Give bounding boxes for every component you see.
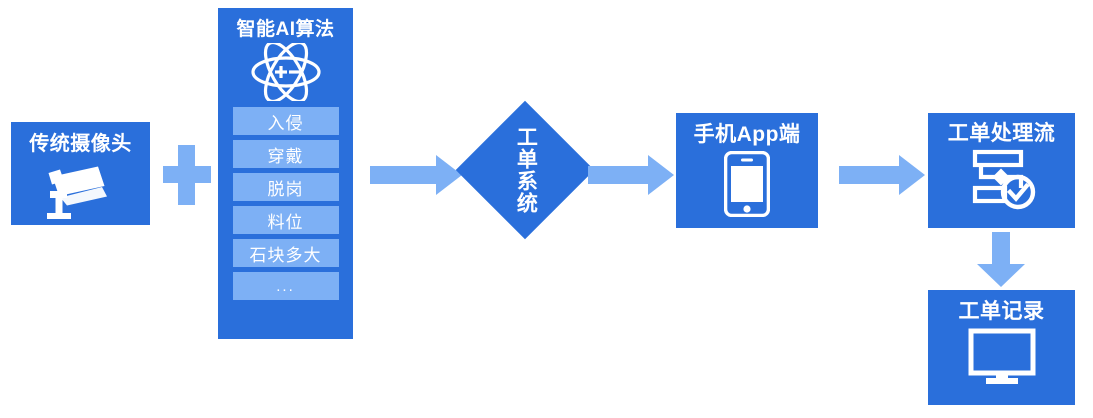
monitor-icon xyxy=(928,328,1075,386)
list-item[interactable]: 石块多大 xyxy=(232,239,339,267)
list-item[interactable]: 穿戴 xyxy=(232,140,339,168)
arrow-shaft xyxy=(839,166,899,184)
node-work-order-system[interactable]: 工单系统 xyxy=(455,100,595,240)
node-work-order-record[interactable]: 工单记录 xyxy=(928,290,1075,405)
arrow-system-to-app xyxy=(588,155,674,195)
smartphone-icon xyxy=(676,151,818,217)
arrow-flow-to-record xyxy=(977,232,1025,287)
arrow-head xyxy=(977,264,1025,287)
node-work-order-flow[interactable]: 工单处理流 xyxy=(928,113,1075,228)
cctv-camera-icon xyxy=(11,163,150,219)
node-mobile-app-label: 手机App端 xyxy=(693,123,801,146)
node-ai-algorithm-label: 智能AI算法 xyxy=(236,19,335,40)
atom-icon xyxy=(218,43,353,101)
arrow-ai-to-system xyxy=(370,155,462,195)
list-item[interactable]: 料位 xyxy=(232,206,339,234)
arrow-head xyxy=(899,155,925,195)
node-mobile-app[interactable]: 手机App端 xyxy=(676,113,818,228)
ai-algorithm-list: 入侵 穿戴 脱岗 料位 石块多大 ... xyxy=(218,107,353,300)
arrow-shaft xyxy=(992,232,1010,264)
node-work-order-flow-label: 工单处理流 xyxy=(947,122,1056,145)
plus-icon xyxy=(163,145,211,205)
arrow-shaft xyxy=(588,166,648,184)
arrow-head xyxy=(436,155,462,195)
workflow-check-icon xyxy=(928,148,1075,210)
arrow-app-to-flow xyxy=(839,155,925,195)
node-ai-algorithm[interactable]: 智能AI算法 入侵 穿戴 脱岗 料位 石块多大 ... xyxy=(218,8,353,339)
node-work-order-system-label: 工单系统 xyxy=(514,126,538,214)
arrow-shaft xyxy=(370,166,436,184)
list-item-more[interactable]: ... xyxy=(232,272,339,300)
node-traditional-camera-label: 传统摄像头 xyxy=(29,133,132,155)
list-item[interactable]: 入侵 xyxy=(232,107,339,135)
arrow-head xyxy=(648,155,674,195)
node-traditional-camera[interactable]: 传统摄像头 xyxy=(11,122,150,225)
node-work-order-record-label: 工单记录 xyxy=(958,300,1045,323)
list-item[interactable]: 脱岗 xyxy=(232,173,339,201)
